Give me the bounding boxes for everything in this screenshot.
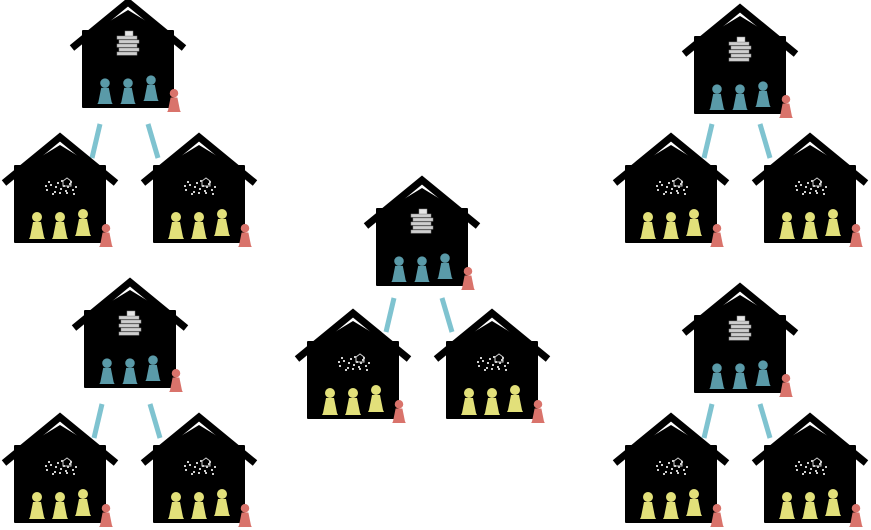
child-house	[4, 137, 116, 247]
parent-house	[684, 287, 796, 397]
child-house	[615, 137, 727, 247]
cluster-bottom-left	[94, 404, 160, 438]
connector-line	[704, 124, 712, 158]
parent-house	[74, 282, 186, 392]
parent-house	[366, 180, 478, 290]
child-house	[143, 137, 255, 247]
cluster-center	[386, 298, 452, 332]
connector-line	[704, 404, 712, 438]
child-house	[615, 417, 727, 527]
connector-line	[442, 298, 452, 332]
connector-line	[94, 404, 102, 438]
connector-line	[150, 404, 160, 438]
parent-house	[684, 8, 796, 118]
connector-line	[760, 404, 770, 438]
child-house	[297, 313, 409, 423]
parent-house	[72, 2, 184, 112]
cluster-bottom-right	[704, 404, 770, 438]
connector-line	[148, 124, 158, 158]
child-house	[4, 417, 116, 527]
connector-line	[92, 124, 100, 158]
cluster-top-left	[92, 124, 158, 158]
cluster-top-right	[704, 124, 770, 158]
connector-line	[386, 298, 394, 332]
connector-line	[760, 124, 770, 158]
